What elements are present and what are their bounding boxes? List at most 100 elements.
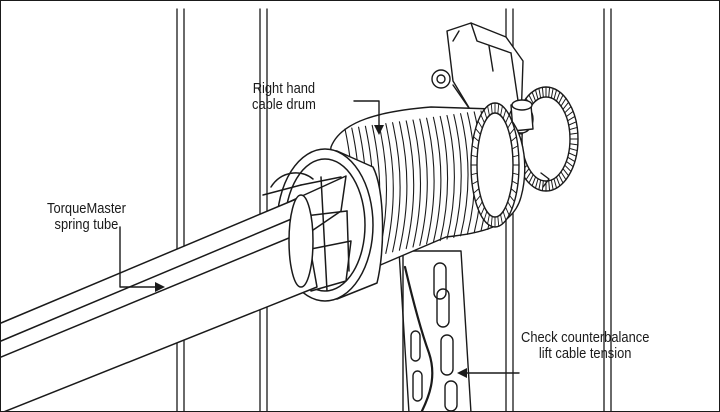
drum-rim-tooth [505, 206, 510, 216]
gear-tooth [562, 168, 570, 177]
gear-tooth [534, 178, 539, 189]
callout-lift-cable-line2: lift cable tension [538, 345, 632, 362]
drum-groove [426, 117, 435, 245]
callout-spring-tube-line1: TorqueMaster [47, 200, 126, 217]
callout-lift-cable: Check counterbalance lift cable tension [521, 330, 649, 362]
drum-rim-tooth [470, 154, 478, 158]
callout-spring-tube: TorqueMaster spring tube [47, 201, 126, 233]
drum-rim-tooth [511, 145, 519, 150]
gear-tooth [560, 97, 567, 107]
gear-tooth [555, 91, 561, 102]
gear-tooth [558, 174, 564, 184]
drum-groove [460, 113, 469, 237]
leader-lines [119, 100, 520, 374]
drum-rim-tooth [510, 136, 517, 142]
gear-tooth [560, 171, 567, 181]
callout-spring-tube-line2: spring tube [54, 216, 119, 233]
drum-rim-tooth [497, 103, 500, 115]
gear-tooth [564, 106, 572, 114]
gear-tooth [567, 115, 576, 122]
gear-tooth [550, 179, 554, 191]
arrow-heads [155, 125, 467, 378]
drum-groove [412, 119, 422, 248]
callout-lift-cable-line1: Check counterbalance [521, 329, 650, 346]
drum-rim-tooth [502, 109, 507, 120]
gear-tooth [568, 121, 577, 126]
drum-rim-tooth [480, 114, 485, 124]
gear-tooth [568, 147, 578, 152]
drum-rim-tooth [487, 214, 490, 225]
gear-tooth [538, 87, 542, 99]
drum-rim-tooth [477, 120, 483, 129]
gear-tooth [541, 180, 544, 192]
drum-rim-tooth [471, 145, 479, 150]
drum-groove [385, 123, 394, 254]
drum-rim-tooth [471, 180, 479, 185]
gear-tooth [538, 179, 542, 191]
drum-groove [446, 114, 456, 240]
drum-groove [405, 120, 415, 250]
drum-rim-tooth [483, 210, 488, 221]
drum-rim-tooth [507, 201, 513, 210]
drum-rim-tooth [500, 105, 503, 116]
gear-tooth [553, 178, 558, 189]
gear-tooth [531, 91, 537, 102]
gear-tooth [525, 171, 532, 181]
drum-rim-tooth [500, 214, 503, 225]
drum-rim-tooth [502, 210, 507, 221]
gear-tooth [531, 176, 537, 187]
drum-rim-tooth [487, 105, 490, 116]
drum-groove [419, 118, 428, 246]
drum-rim-tooth [490, 215, 493, 227]
callout-cable-drum-line2: cable drum [252, 96, 316, 113]
drum-rim-tooth [483, 109, 488, 120]
drum-rim-tooth [477, 201, 483, 210]
drum-rim-tooth [512, 172, 520, 176]
callout-cable-drum-line1: Right hand [252, 80, 316, 97]
drum-rim-tooth [473, 136, 480, 142]
winding-gear [508, 86, 579, 192]
drum-rim-tooth [497, 215, 500, 227]
callout-cable-drum: Right hand cable drum [252, 81, 316, 113]
drum-rim-tooth [490, 103, 493, 115]
drum-rim-tooth [511, 180, 519, 185]
gear-tooth [558, 94, 564, 104]
gear-tooth [553, 89, 558, 100]
drum-rim-tooth [509, 195, 515, 202]
drum-rim-tooth [505, 114, 510, 124]
end-bracket [431, 22, 524, 130]
gear-tooth [569, 132, 579, 135]
drum-groove [398, 121, 408, 251]
gear-tooth [534, 89, 539, 100]
drum-rim-tooth [473, 188, 480, 194]
gear-tooth [568, 152, 577, 157]
drum-groove [453, 114, 462, 238]
drum-rim-tooth [510, 188, 517, 194]
drum-rim-tooth [512, 154, 520, 158]
gear-tooth [564, 164, 572, 172]
gear-tooth [562, 101, 570, 110]
gear-tooth [567, 156, 576, 163]
drum-rim-tooth [470, 172, 478, 176]
drum-groove [439, 115, 449, 242]
drum-rim-tooth [507, 120, 513, 129]
gear-tooth [548, 180, 551, 192]
bearing-plate [398, 250, 472, 411]
gear-tooth [569, 143, 579, 146]
gear-tooth [548, 86, 551, 98]
gear-tooth [555, 176, 561, 187]
gear-tooth [528, 94, 534, 104]
gear-tooth [565, 110, 574, 118]
drum-rim-tooth [475, 128, 481, 135]
gear-tooth [528, 174, 534, 184]
drum-groove [432, 116, 442, 243]
drum-rim-tooth [475, 195, 481, 202]
gear-tooth [541, 86, 544, 98]
lift-cable [403, 265, 434, 411]
spring-tube [1, 194, 318, 411]
gear-tooth [550, 87, 554, 99]
drum-rim-tooth [509, 128, 515, 135]
drum-rim-tooth [480, 206, 485, 216]
